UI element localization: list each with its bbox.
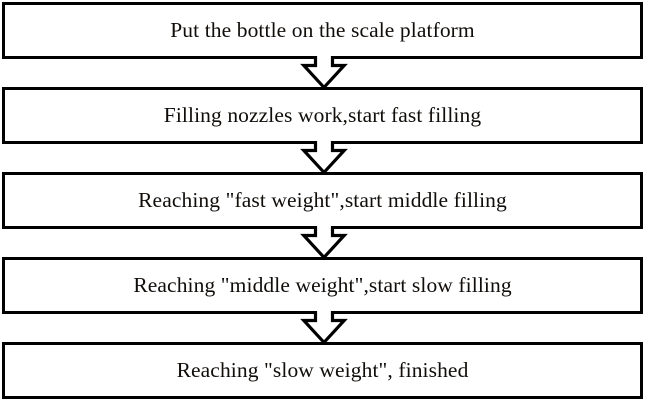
flowchart-connector-1 bbox=[0, 56, 647, 90]
down-block-arrow-icon bbox=[299, 141, 348, 175]
down-block-arrow-icon bbox=[299, 226, 348, 260]
process-box: Reaching "fast weight",start middle fill… bbox=[2, 172, 643, 229]
flowchart-step-3-label: Reaching "fast weight",start middle fill… bbox=[138, 187, 507, 212]
flowchart-connector-3 bbox=[0, 226, 647, 260]
process-box: Reaching "slow weight", finished bbox=[2, 342, 643, 399]
flowchart-step-2-label: Filling nozzles work,start fast filling bbox=[163, 102, 482, 127]
process-box: Filling nozzles work,start fast filling bbox=[2, 87, 643, 144]
flowchart-step-2: Filling nozzles work,start fast filling bbox=[2, 87, 643, 144]
flowchart-step-1: Put the bottle on the scale platform bbox=[2, 2, 643, 59]
flowchart-step-3: Reaching "fast weight",start middle fill… bbox=[2, 172, 643, 229]
flowchart-step-5-label: Reaching "slow weight", finished bbox=[176, 357, 469, 382]
flowchart-connector-4 bbox=[0, 311, 647, 345]
down-block-arrow-icon bbox=[299, 311, 348, 345]
flowchart-step-1-label: Put the bottle on the scale platform bbox=[170, 17, 475, 42]
flowchart-step-4: Reaching "middle weight",start slow fill… bbox=[2, 257, 643, 314]
flowchart-step-5: Reaching "slow weight", finished bbox=[2, 342, 643, 399]
process-box: Put the bottle on the scale platform bbox=[2, 2, 643, 59]
down-block-arrow-icon bbox=[299, 56, 348, 90]
process-box: Reaching "middle weight",start slow fill… bbox=[2, 257, 643, 314]
flowchart-step-4-label: Reaching "middle weight",start slow fill… bbox=[133, 272, 512, 297]
flowchart-connector-2 bbox=[0, 141, 647, 175]
